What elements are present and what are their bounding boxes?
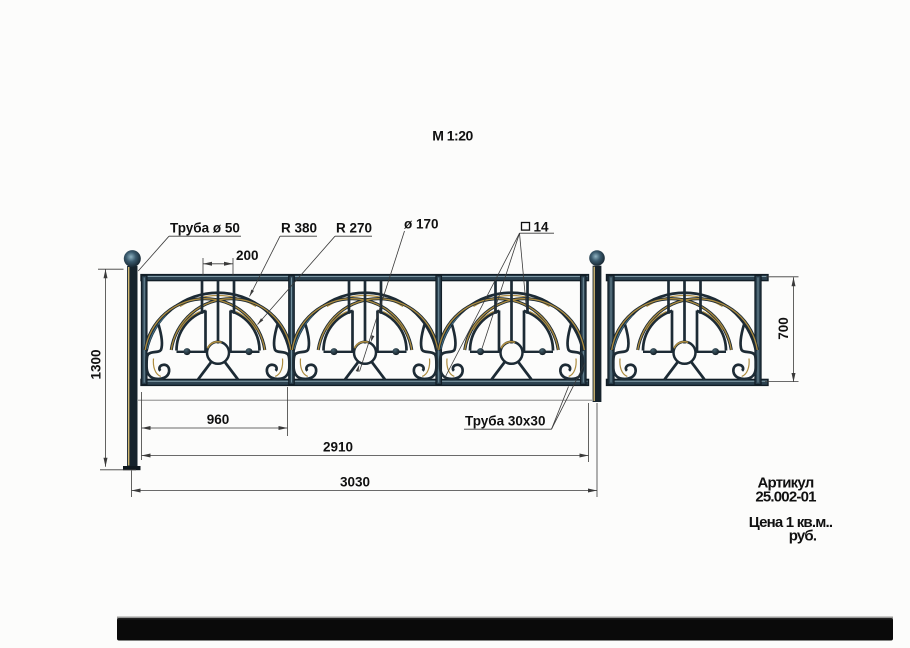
- svg-text:1300: 1300: [89, 349, 104, 379]
- svg-text:Труба ø 50: Труба ø 50: [170, 221, 240, 236]
- svg-text:R 270: R 270: [336, 221, 372, 236]
- svg-text:Труба 30х30: Труба 30х30: [465, 414, 545, 429]
- svg-text:3030: 3030: [340, 475, 370, 490]
- svg-text:руб.: руб.: [789, 528, 817, 545]
- svg-text:700: 700: [776, 317, 791, 340]
- svg-text:R 380: R 380: [281, 221, 317, 236]
- svg-text:960: 960: [207, 412, 230, 427]
- svg-text:2910: 2910: [323, 440, 353, 455]
- svg-text:200: 200: [236, 248, 259, 263]
- svg-text:М 1:20: М 1:20: [432, 128, 473, 144]
- svg-text:Цена 1 кв.м..: Цена 1 кв.м..: [749, 514, 833, 531]
- svg-text:25.002-01: 25.002-01: [755, 489, 816, 506]
- svg-text:ø 170: ø 170: [404, 217, 439, 232]
- svg-text:Артикул: Артикул: [758, 475, 814, 492]
- svg-text:14: 14: [534, 220, 550, 235]
